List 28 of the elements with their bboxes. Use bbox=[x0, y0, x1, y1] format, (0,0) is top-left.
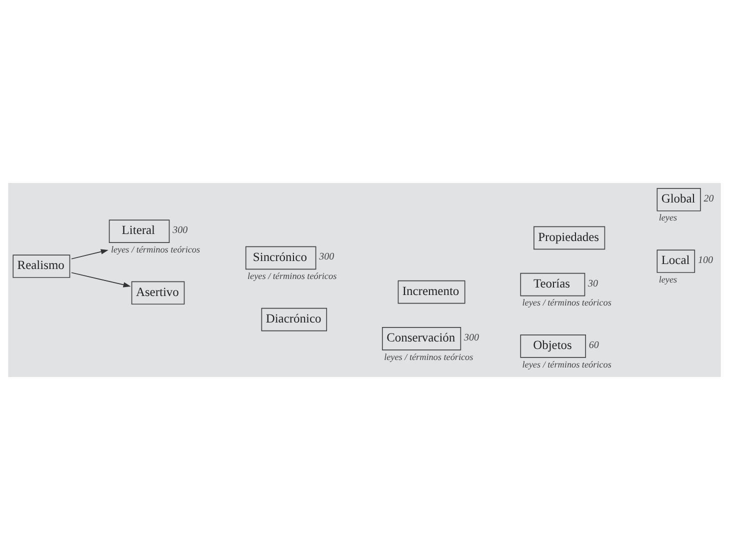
node-label: 30 bbox=[588, 278, 598, 289]
node-label: 300 bbox=[319, 251, 334, 262]
node-box: Global bbox=[656, 188, 701, 211]
node-box: Sincrónico bbox=[245, 246, 316, 270]
node-box: Local bbox=[656, 249, 696, 272]
node-label: 20 bbox=[704, 192, 714, 204]
arrow bbox=[71, 248, 108, 259]
node-label: 60 bbox=[588, 339, 599, 350]
node-label: leyes / términos teóricos bbox=[384, 351, 474, 362]
node-box: Incremento bbox=[398, 280, 466, 304]
node-label: leyes / términos teóricos bbox=[248, 270, 337, 280]
node-box: Conservación bbox=[382, 326, 462, 350]
node-box: Propiedades bbox=[534, 226, 606, 250]
node-label: leyes bbox=[658, 274, 678, 284]
node-label: leyes / términos teóricos bbox=[522, 358, 612, 369]
node-box: Diacrónico bbox=[261, 307, 328, 331]
node-box: Asertivo bbox=[131, 280, 185, 304]
node-label: leyes / términos teóricos bbox=[522, 297, 612, 308]
node-label: 300 bbox=[172, 224, 188, 236]
node-box: Realismo bbox=[12, 254, 70, 278]
node-box: Literal bbox=[108, 219, 170, 242]
arrow bbox=[71, 272, 131, 287]
node-label: 100 bbox=[698, 254, 713, 266]
node-label: leyes / términos teóricos bbox=[110, 244, 200, 254]
node-box: Objetos bbox=[520, 334, 586, 358]
node-label: leyes bbox=[658, 212, 678, 222]
node-label: 300 bbox=[464, 332, 479, 343]
node-box: Teorías bbox=[520, 272, 586, 296]
